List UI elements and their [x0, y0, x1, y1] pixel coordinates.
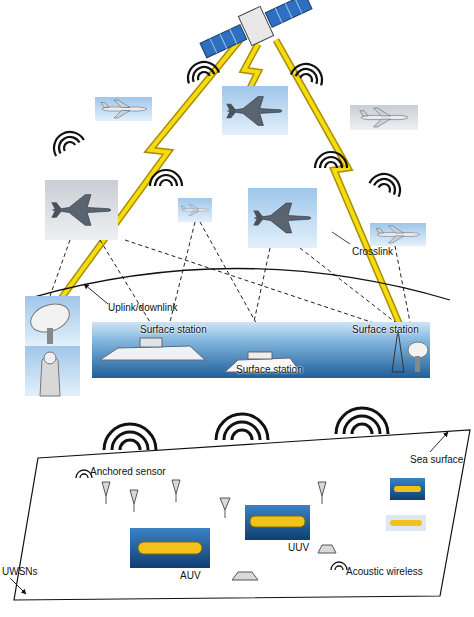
sea-plane [14, 430, 470, 600]
link-label: Crosslink [352, 246, 393, 258]
underwater-vehicle [130, 478, 426, 568]
vehicle-label: AUV [180, 570, 201, 582]
surface-station-photo [92, 322, 430, 378]
sensor-label: Anchored sensor [90, 466, 166, 478]
anchored-sensor [102, 480, 336, 580]
link-label: Acoustic wireless [346, 566, 423, 578]
vehicle-label: UUV [288, 542, 309, 554]
surface-label: Sea surface [410, 454, 463, 466]
wireless-symbol [104, 408, 388, 450]
leader-line [332, 232, 350, 244]
station-label: Surface station [236, 364, 303, 376]
wireless-symbol [76, 470, 347, 570]
crosslink-arc [30, 268, 450, 300]
link-label: Uplink/downlink [108, 302, 177, 314]
leader-arrow [84, 284, 108, 304]
station-label: Surface station [140, 324, 207, 336]
wireless-symbol [48, 57, 405, 196]
leader-arrow [10, 578, 26, 594]
leader-arrow [430, 432, 448, 452]
aircraft-photo [45, 86, 426, 248]
satellite-icon [197, 0, 316, 65]
ground-station-photo [25, 296, 80, 396]
network-label: UWSNs [2, 566, 38, 578]
station-label: Surface station [352, 324, 419, 336]
